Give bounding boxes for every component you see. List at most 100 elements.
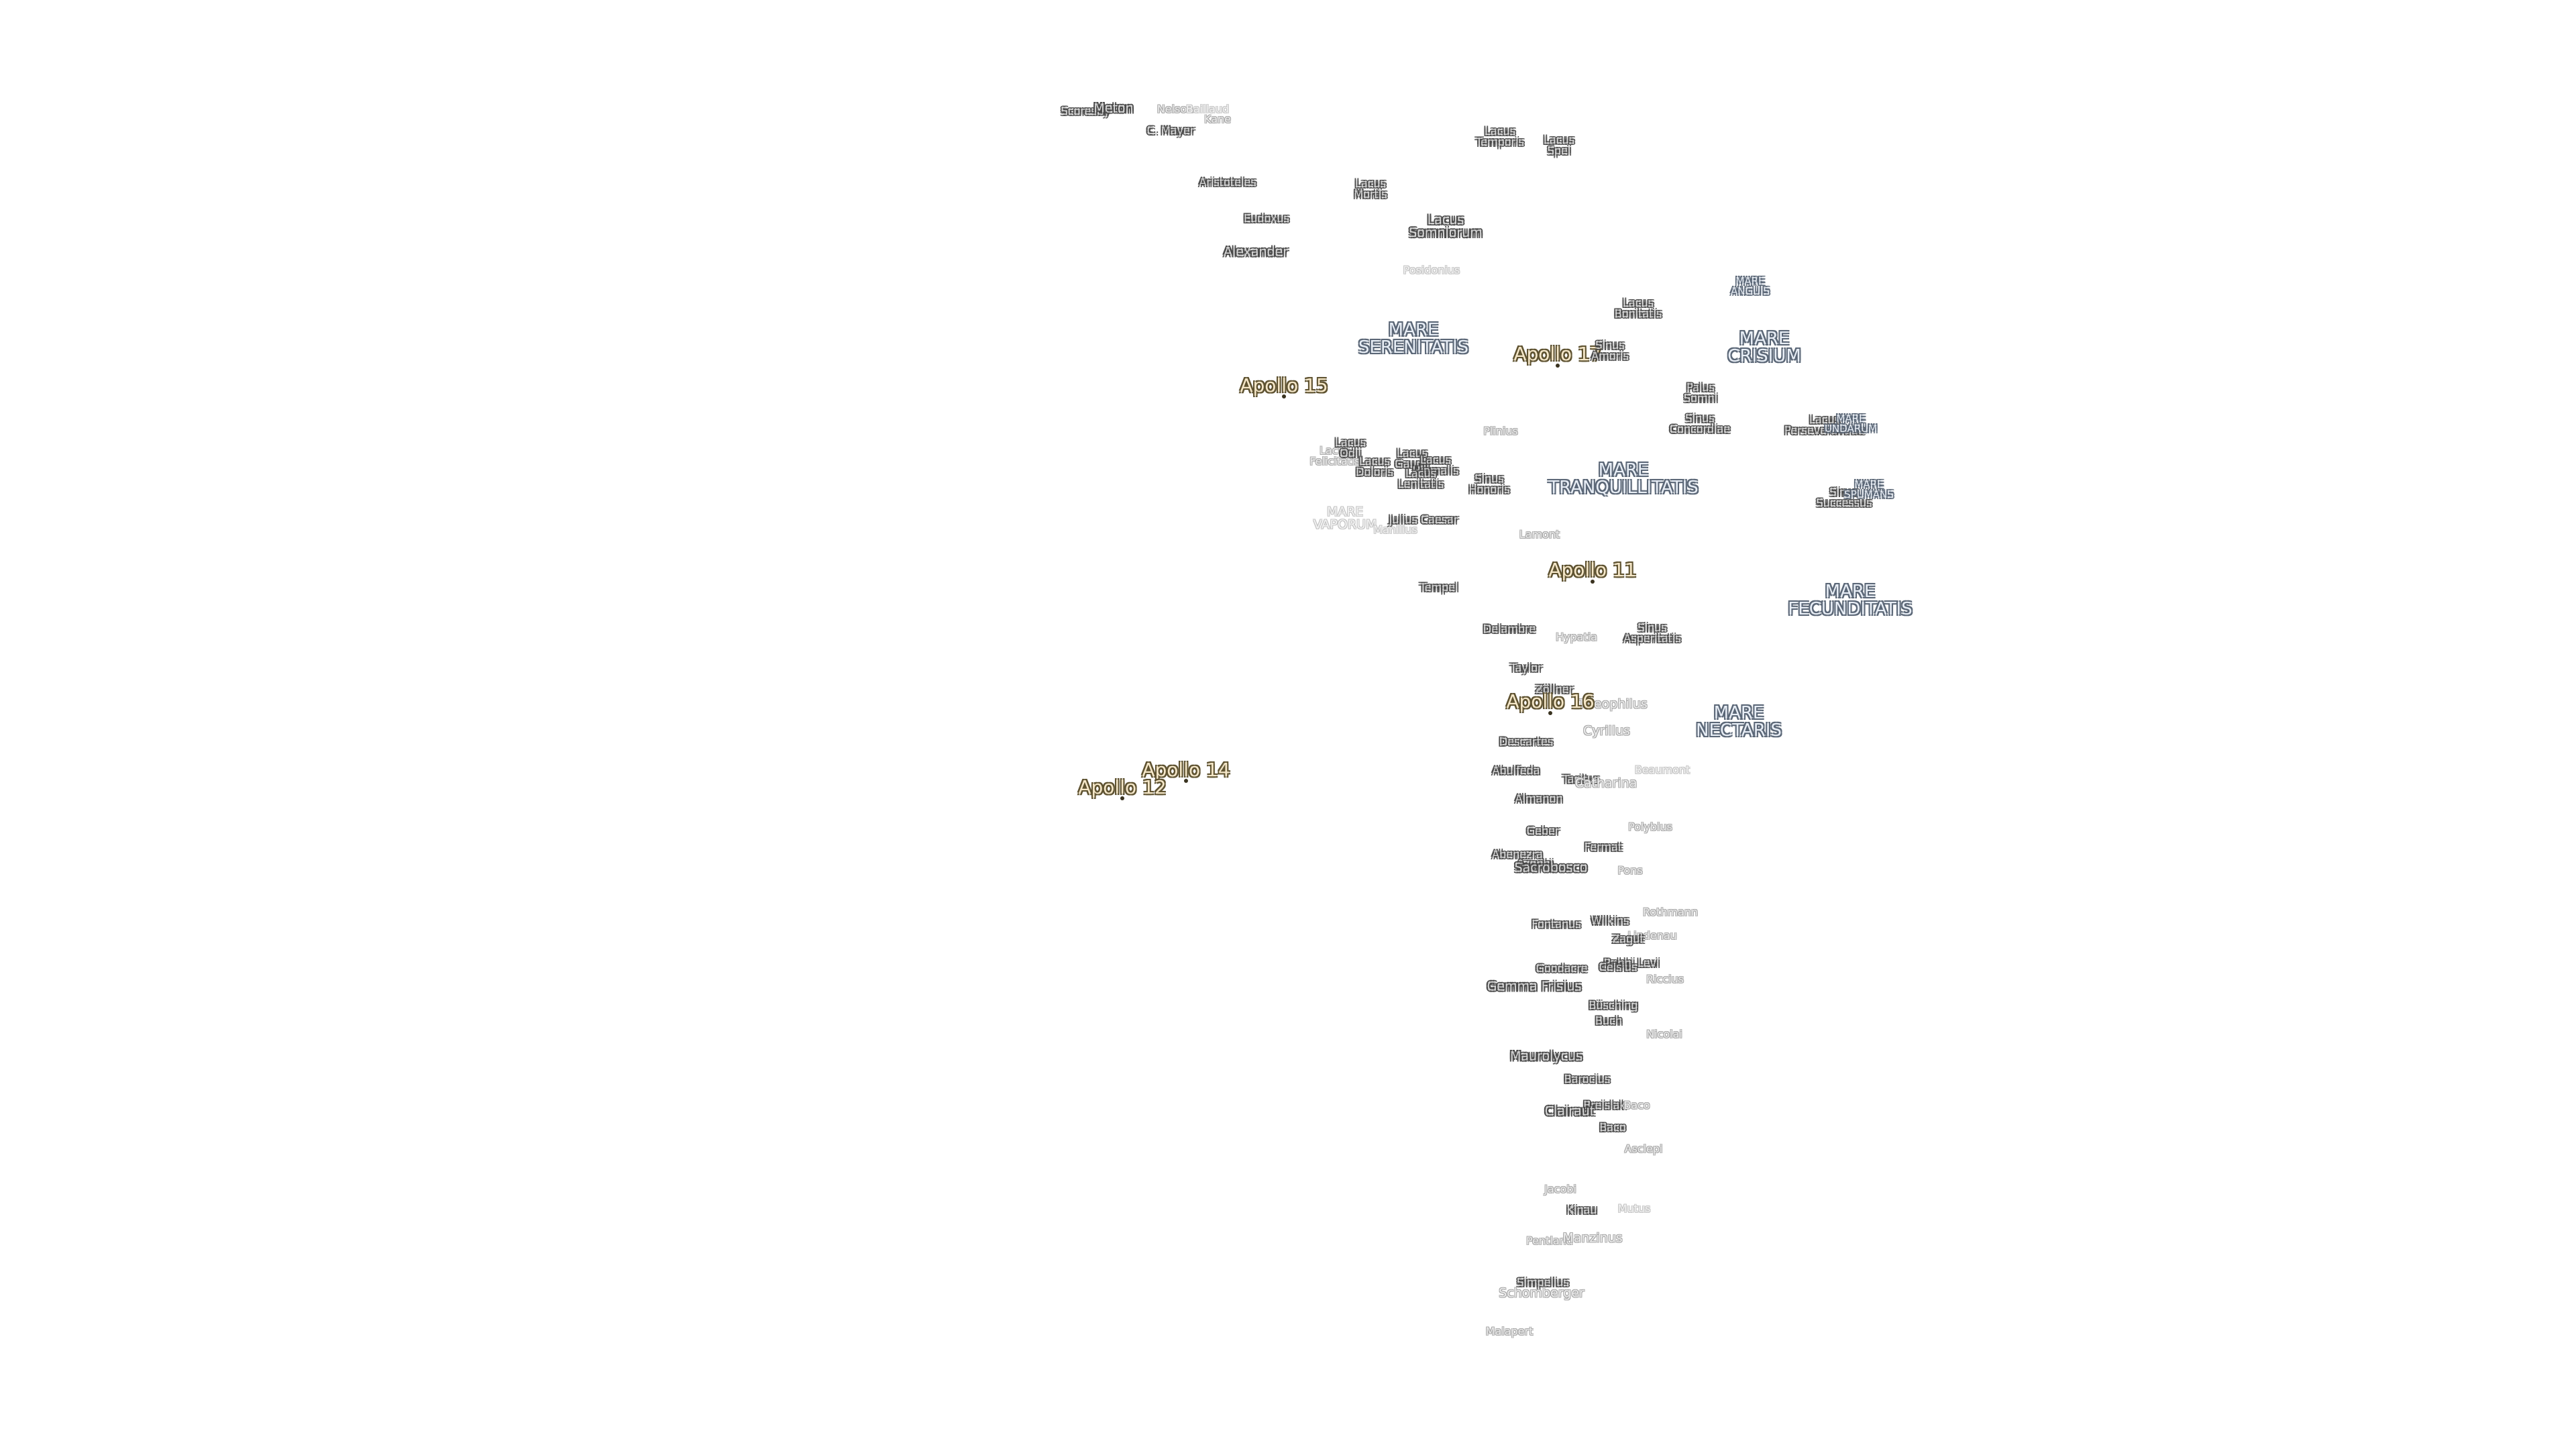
label-wilkins: Wilkins <box>1591 914 1629 927</box>
label-sinus-successus: Sinus Successus <box>1816 486 1872 509</box>
label-jacobi: Jacobi <box>1544 1183 1576 1195</box>
label-kane: Kane <box>1204 113 1231 125</box>
label-lacus-perseverantiae: Lacus Perseverantiae <box>1784 413 1865 437</box>
label-theophilus: Theophilus <box>1578 696 1648 712</box>
label-maurolycus: Maurolycus <box>1509 1049 1583 1064</box>
label-lacus-mortis: Lacus Mortis <box>1354 177 1387 201</box>
label-sacrobosco: Sacrobosco <box>1514 860 1588 875</box>
label-pentland: Pentland <box>1526 1234 1573 1247</box>
label-lacus-bonitatis: Lacus Bonitatis <box>1614 297 1662 320</box>
label-schomberger: Schomberger <box>1499 1285 1585 1301</box>
label-goodacre: Goodacre <box>1536 962 1588 975</box>
apollo-12-site-marker <box>1120 796 1124 800</box>
label-apollo-14: Apollo 14 <box>1142 759 1230 781</box>
label-pons: Pons <box>1617 864 1643 877</box>
label-busching: Büsching <box>1589 999 1638 1012</box>
label-riccius: Riccius <box>1646 973 1684 985</box>
label-taylor: Taylor <box>1510 661 1542 674</box>
label-alexander: Alexander <box>1223 244 1289 260</box>
label-hypatia: Hypatia <box>1556 631 1597 643</box>
apollo-11-site-marker <box>1591 580 1595 584</box>
label-lacus-doloris: Lacus Doloris <box>1356 455 1393 478</box>
label-tacitus: Tacitus <box>1562 773 1600 786</box>
label-almanon: Almanon <box>1515 792 1563 805</box>
label-mare-spumans: MARE SPUMANS <box>1844 478 1894 500</box>
apollo-14-site-marker <box>1184 779 1188 783</box>
apollo-15-site-marker <box>1282 394 1286 398</box>
label-azophi: Azophi <box>1517 857 1553 870</box>
label-gemma-frisius: Gemma Frisius <box>1487 979 1582 994</box>
label-abenezra: Abenezra <box>1492 848 1543 861</box>
label-fermat: Fermat <box>1584 841 1623 853</box>
label-posidonius: Posidonius <box>1403 264 1460 276</box>
label-manilius: Manilius <box>1373 523 1417 536</box>
label-baillaud: Baillaud <box>1185 103 1230 115</box>
label-apollo-15: Apollo 15 <box>1240 374 1328 396</box>
label-plinius: Plinius <box>1483 425 1518 437</box>
label-beaumont: Beaumont <box>1634 763 1690 776</box>
label-rothmann: Rothmann <box>1642 906 1699 918</box>
label-sinus-asperitatis: Sinus Asperitatis <box>1623 621 1681 645</box>
label-lacus-felicitatis: Lacus Felicitatis <box>1309 444 1360 468</box>
label-lacus-hiemalis: Lacus Hiemalis <box>1412 453 1459 477</box>
label-tempel: Tempel <box>1419 581 1458 594</box>
label-mare-crisium: MARE CRISIUM <box>1727 329 1801 366</box>
label-mare-serenitatis: MARE SERENITATIS <box>1358 320 1469 358</box>
label-lacus-odii: Lacus Odii <box>1335 436 1366 460</box>
label-simpelius: Simpelius <box>1517 1276 1569 1289</box>
label-geber: Geber <box>1526 824 1560 837</box>
label-zollner: Zöllner <box>1535 683 1574 696</box>
label-fontanus: Fontanus <box>1532 918 1581 930</box>
label-sinus-amoris: Sinus Amoris <box>1591 339 1629 362</box>
label-mare-nectaris: MARE NECTARIS <box>1696 703 1782 741</box>
label-clairaut: Clairaut <box>1544 1104 1595 1119</box>
label-polybius: Polybius <box>1628 820 1672 833</box>
label-julius-caesar: Julius Caesar <box>1389 513 1458 526</box>
label-kinau: Kinau <box>1566 1203 1597 1216</box>
label-mare-tranquillitatis: MARE TRANQUILLITATIS <box>1548 460 1699 498</box>
label-apollo-11: Apollo 11 <box>1548 559 1637 581</box>
label-celsius: Celsius <box>1599 961 1638 973</box>
label-apollo-12: Apollo 12 <box>1078 776 1167 798</box>
label-malapert: Malapert <box>1485 1325 1534 1338</box>
label-meton: Meton <box>1093 101 1134 116</box>
label-rabbi-levi: Rabbi Levi <box>1603 957 1660 969</box>
label-cyrillus: Cyrillus <box>1582 723 1631 739</box>
apollo-16-site-marker <box>1548 711 1552 715</box>
label-lacus-gaudii: Lacus Gaudii <box>1395 447 1430 470</box>
label-apollo-17: Apollo 17 <box>1513 343 1602 365</box>
apollo-17-site-marker <box>1556 364 1560 368</box>
label-baco: Baco <box>1599 1121 1626 1134</box>
label-mare-vaporum: MARE VAPORUM <box>1313 504 1377 532</box>
label-scoresby: Scoresby <box>1061 105 1110 117</box>
label-descartes: Descartes <box>1499 735 1554 748</box>
label-zagut: Zagut <box>1612 932 1644 945</box>
label-mare-undarum: MARE UNDARUM <box>1824 413 1878 435</box>
label-catharina: Catharina <box>1574 775 1638 791</box>
label-lacus-somniorum: Lacus Somniorum <box>1409 213 1483 240</box>
label-mutus: Mutus <box>1617 1202 1651 1215</box>
label-baco-2: Baco <box>1623 1099 1650 1112</box>
label-lindenau: Lindenau <box>1627 929 1677 942</box>
label-manzinus: Manzinus <box>1562 1230 1623 1246</box>
label-lacus-spei: Lacus Spei <box>1544 133 1574 157</box>
label-lacus-temporis: Lacus Temporis <box>1476 125 1524 148</box>
label-sinus-concordiae: Sinus Concordiae <box>1669 412 1731 435</box>
label-delambre: Delambre <box>1483 623 1536 635</box>
label-sinus-honoris: Sinus Honoris <box>1468 472 1510 496</box>
label-asclepi: Asclepi <box>1624 1142 1663 1155</box>
label-eudoxus: Eudoxus <box>1244 212 1289 225</box>
label-nicolai: Nicolai <box>1646 1028 1682 1040</box>
label-lamont: Lamont <box>1519 528 1560 541</box>
label-breislak: Breislak <box>1583 1099 1626 1112</box>
label-nelson: Nelson <box>1157 103 1194 115</box>
label-buch: Buch <box>1595 1014 1623 1027</box>
label-aristoteles: Aristoteles <box>1199 176 1256 189</box>
label-abulfeda: Abulfeda <box>1492 764 1540 777</box>
label-mare-fecunditatis: MARE FECUNDITATIS <box>1788 582 1913 619</box>
label-lacus-lenitatis: Lacus Lenitatis <box>1397 467 1444 490</box>
label-c-mayer: C. Mayer <box>1146 124 1195 137</box>
label-apollo-16: Apollo 16 <box>1506 690 1595 712</box>
label-mare-anguis: MARE ANGUIS <box>1730 275 1770 297</box>
